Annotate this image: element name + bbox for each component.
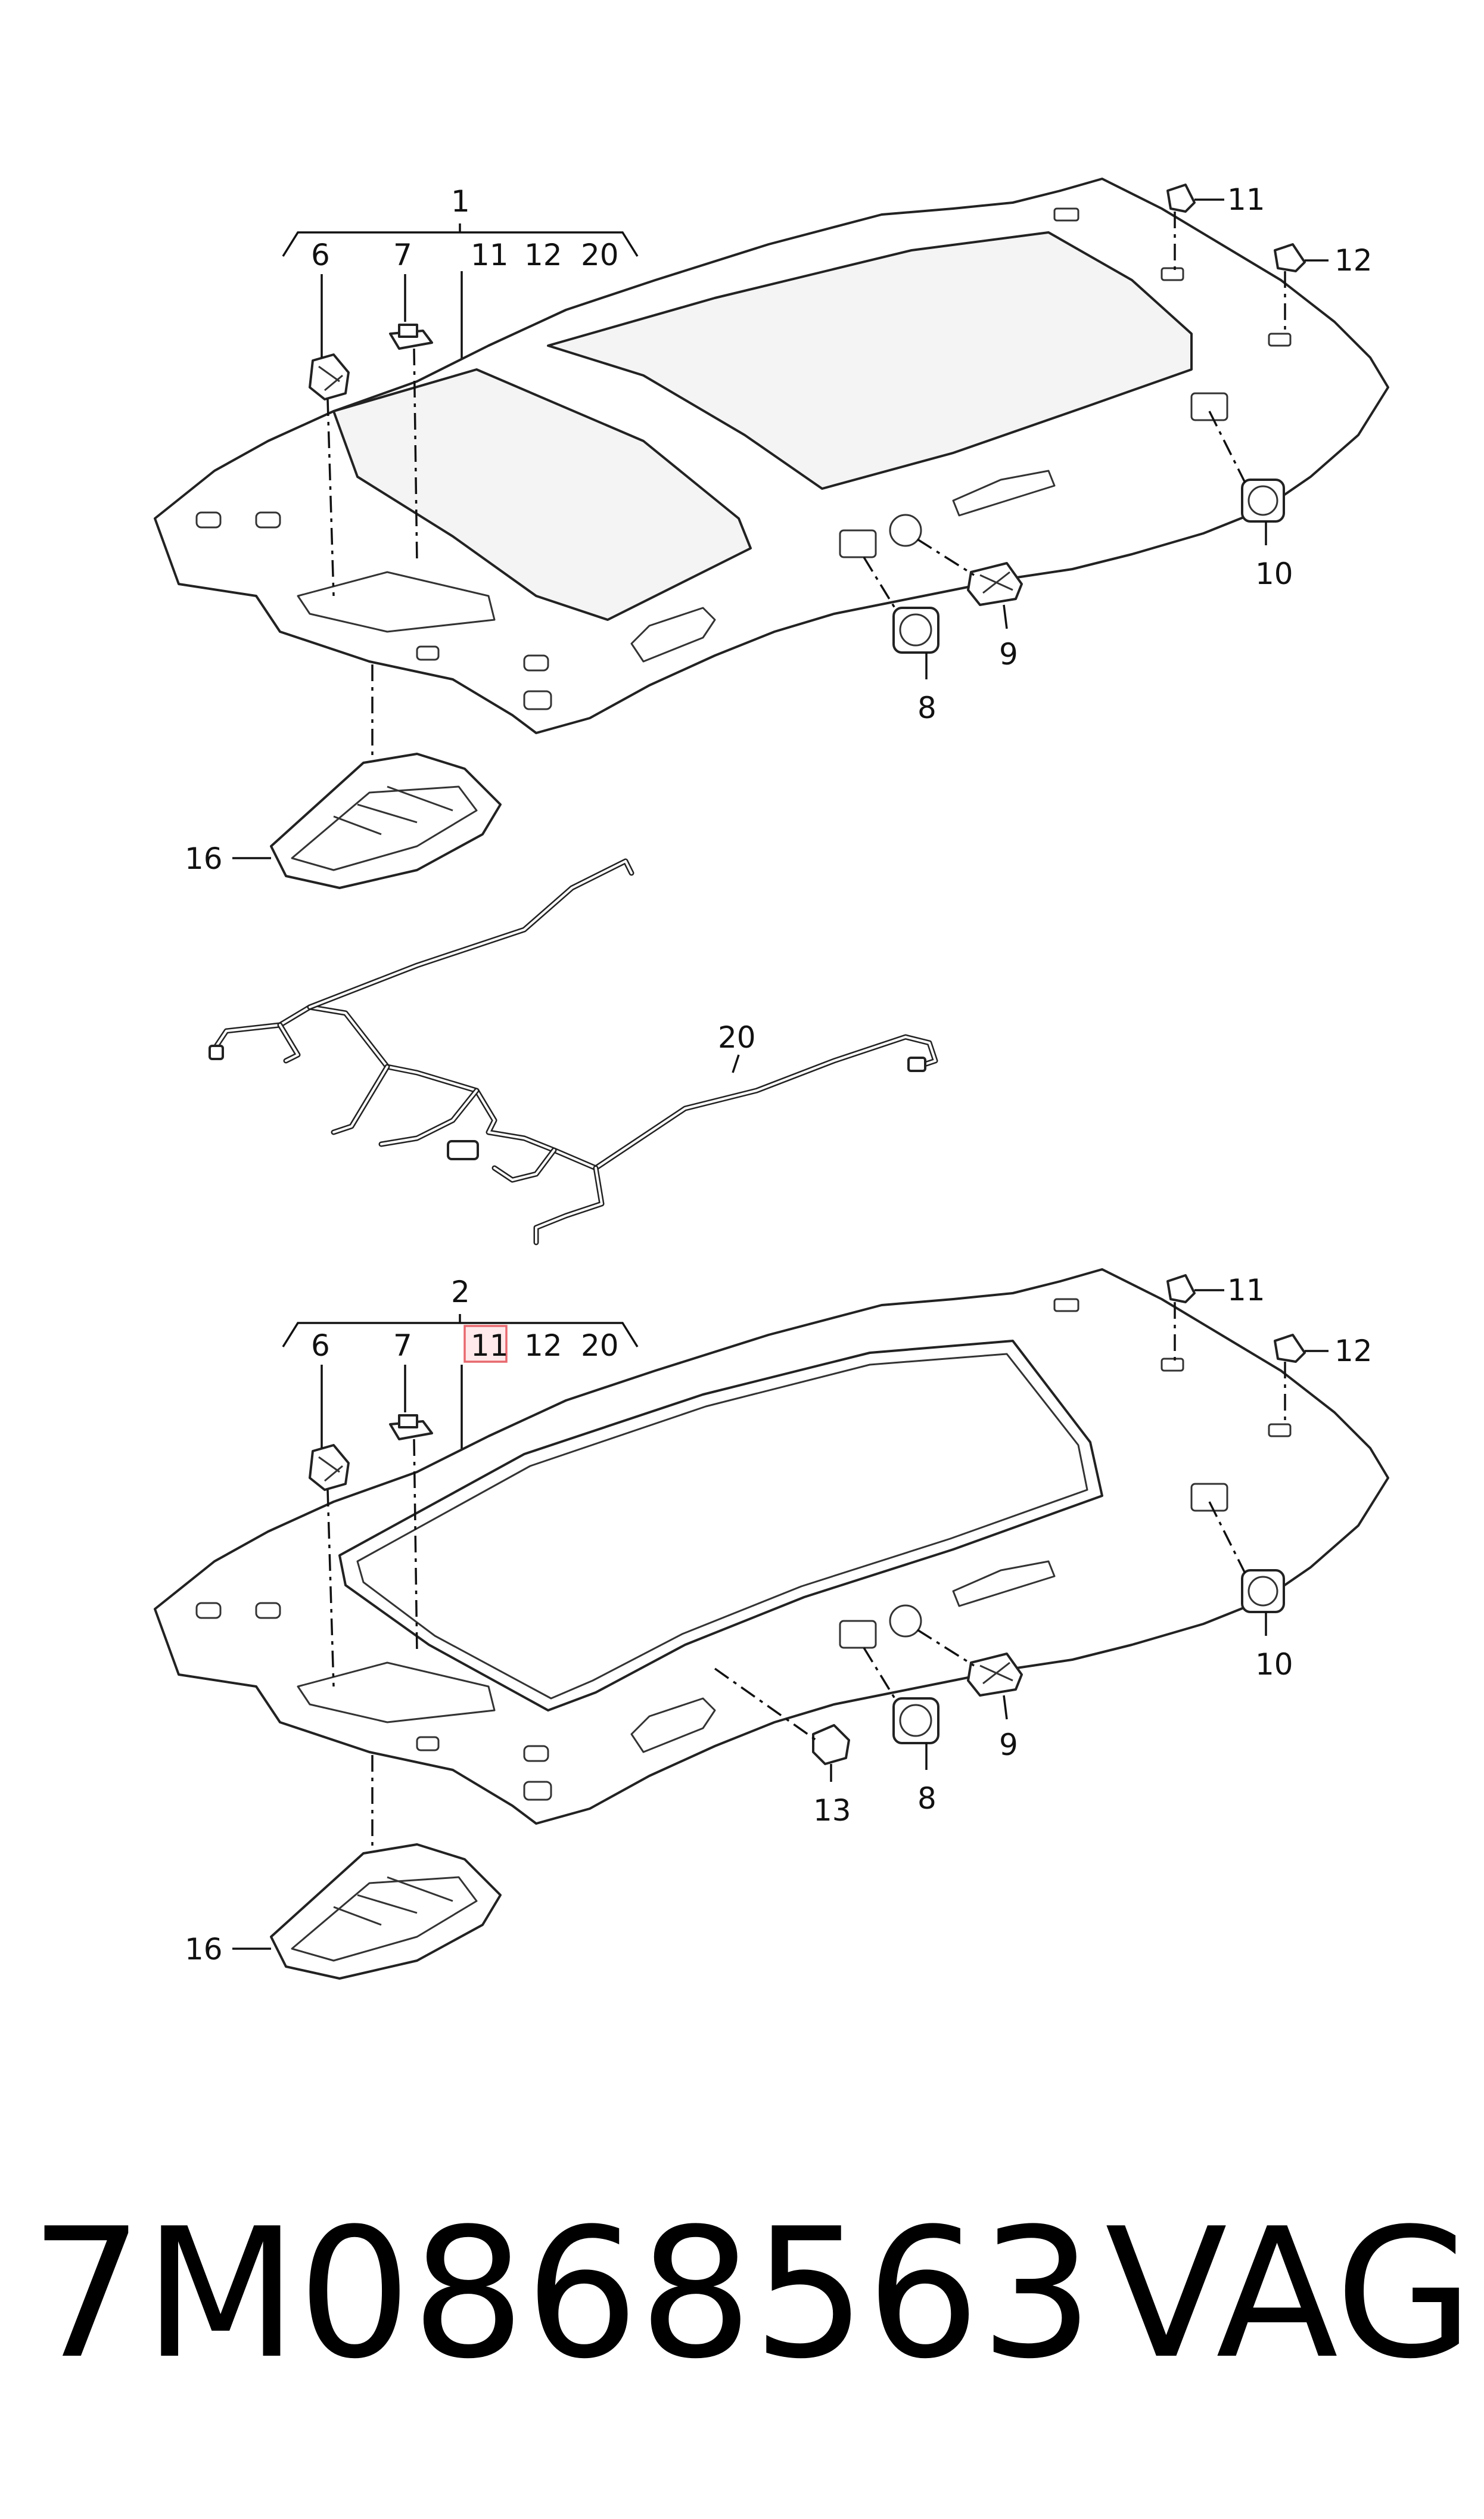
bottom-callout-10: 10 — [1255, 1647, 1293, 1682]
bottom-sunroof-frame — [338, 1340, 1103, 1712]
top-callout-9: 9 — [999, 637, 1018, 672]
top-lamp-10 — [1241, 479, 1285, 523]
bottom-callout-8: 8 — [917, 1781, 937, 1816]
top-roof-console-16 — [270, 753, 502, 889]
harness-callout-20: 20 — [718, 1020, 756, 1055]
top-callout-11: 11 — [1227, 182, 1265, 217]
top-clip-12 — [1274, 243, 1306, 272]
bottom-callout-13: 13 — [813, 1793, 851, 1828]
top-roof-panel-rear — [547, 231, 1193, 490]
top-sub-label-11: 11 — [471, 238, 509, 272]
top-connector-9 — [967, 562, 1023, 606]
bottom-clip-7 — [389, 1414, 433, 1440]
wiring-harness-20 — [209, 858, 938, 1245]
top-roof-panel-front — [332, 368, 752, 621]
bottom-lamp-8 — [892, 1697, 939, 1744]
top-clip-11 — [1166, 184, 1196, 213]
top-callout-10: 10 — [1255, 557, 1293, 591]
top-assembly: 1 6 7 11 12 20 — [154, 178, 1389, 1245]
bottom-assembly: 2 6 7 11 12 20 — [154, 1268, 1389, 1980]
top-sub-label-7: 7 — [393, 238, 412, 272]
top-group-label: 1 — [451, 184, 470, 219]
top-clip-7 — [389, 324, 433, 350]
bottom-sub-label-7: 7 — [393, 1328, 412, 1363]
brand-label: VAG — [1105, 2190, 1474, 2398]
top-callout-8: 8 — [917, 691, 937, 725]
bottom-callout-11: 11 — [1227, 1273, 1265, 1307]
bottom-sub-label-20: 20 — [581, 1328, 619, 1363]
bottom-clip-13 — [812, 1724, 850, 1765]
bottom-sunroof-inner — [356, 1353, 1088, 1700]
top-sub-label-6: 6 — [311, 238, 330, 272]
bottom-lamp-10 — [1241, 1569, 1285, 1613]
bottom-sub-label-11: 11 — [471, 1328, 509, 1363]
bottom-callout-12: 12 — [1334, 1334, 1373, 1368]
top-clip-6 — [309, 353, 350, 400]
bottom-clip-11 — [1166, 1274, 1196, 1303]
bottom-clip-12 — [1274, 1334, 1306, 1363]
bottom-callout-16: 16 — [185, 1932, 223, 1967]
top-sub-label-20: 20 — [581, 238, 619, 272]
bottom-group-label: 2 — [451, 1275, 470, 1309]
top-sub-label-12: 12 — [524, 238, 562, 272]
bottom-callout-9: 9 — [999, 1728, 1018, 1762]
bottom-sub-label-12: 12 — [524, 1328, 562, 1363]
highlight-box — [463, 1325, 508, 1363]
top-lamp-8 — [892, 607, 939, 654]
top-callout-12: 12 — [1334, 243, 1373, 278]
bottom-clip-6 — [309, 1444, 350, 1491]
bottom-roof-console-16 — [270, 1843, 502, 1980]
top-headliner — [154, 178, 1389, 734]
bottom-connector-9 — [967, 1653, 1023, 1697]
part-number: 7M0868563 — [30, 2190, 1094, 2398]
bottom-sub-label-6: 6 — [311, 1328, 330, 1363]
top-callout-16: 16 — [185, 841, 223, 876]
